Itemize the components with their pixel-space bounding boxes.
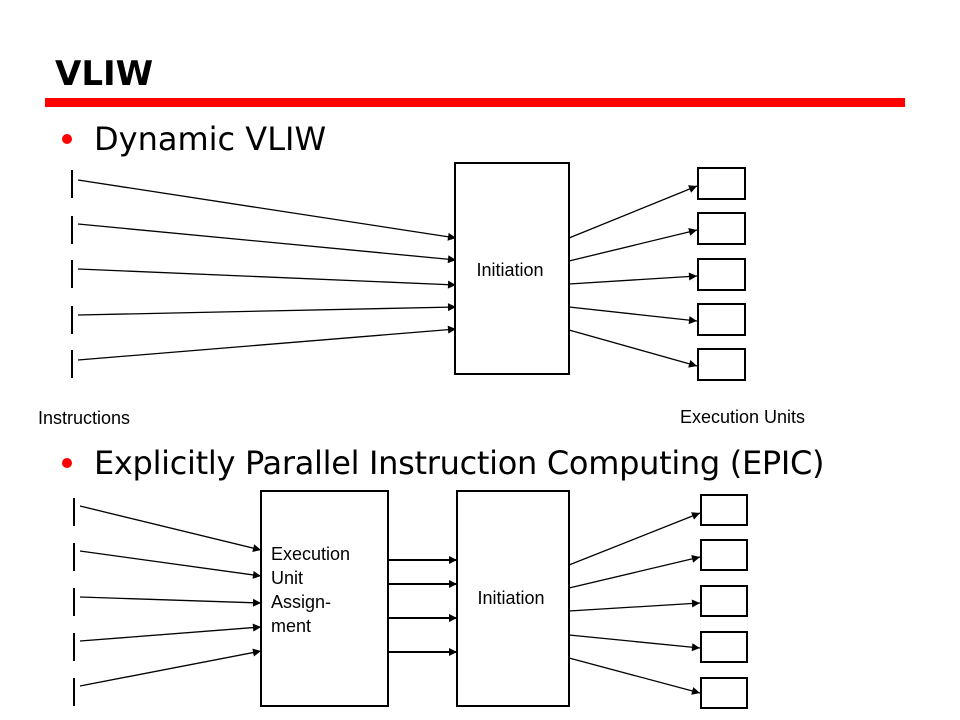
output-arrow bbox=[568, 599, 701, 612]
execution-unit-box bbox=[700, 631, 748, 663]
input-arrow bbox=[79, 623, 262, 642]
output-arrow bbox=[568, 306, 698, 325]
execution-unit-box bbox=[700, 677, 748, 709]
input-arrow bbox=[77, 268, 457, 289]
output-arrow bbox=[568, 272, 698, 285]
execution-unit-assignment-box bbox=[260, 490, 389, 707]
execution-units bbox=[700, 494, 748, 709]
slide-title: VLIW bbox=[55, 54, 154, 94]
output-arrow bbox=[568, 329, 698, 368]
execution-unit-box bbox=[697, 303, 746, 336]
execution-units-label: Execution Units bbox=[680, 407, 805, 427]
input-arrows bbox=[79, 505, 262, 687]
execution-unit-box bbox=[697, 348, 746, 381]
initiation-box bbox=[454, 162, 570, 375]
bullet-text: Dynamic VLIW bbox=[94, 120, 327, 158]
initiation-label: Initiation bbox=[476, 260, 543, 280]
output-arrow bbox=[568, 227, 698, 262]
execution-unit-box bbox=[700, 585, 748, 617]
execution-unit-box bbox=[697, 258, 746, 291]
input-arrow bbox=[79, 505, 262, 552]
instructions-label: Instructions bbox=[38, 408, 130, 428]
input-arrow bbox=[77, 303, 457, 316]
input-arrow bbox=[79, 596, 262, 607]
output-arrows bbox=[568, 512, 701, 695]
bullet-epic: Explicitly Parallel Instruction Computin… bbox=[62, 444, 825, 482]
output-arrow bbox=[568, 657, 701, 695]
input-arrow bbox=[79, 550, 262, 579]
output-arrow bbox=[568, 634, 701, 652]
bullet-dot bbox=[62, 458, 72, 468]
initiation-label: Initiation bbox=[477, 588, 544, 608]
dynamic-vliw-diagram: Initiation Instructions Execution Units bbox=[38, 162, 805, 428]
output-arrow bbox=[568, 185, 698, 239]
output-arrows bbox=[568, 185, 698, 368]
title-underline bbox=[45, 98, 905, 107]
bullet-text: Explicitly Parallel Instruction Computin… bbox=[94, 444, 825, 482]
execution-unit-box bbox=[700, 494, 748, 526]
execution-units bbox=[697, 167, 746, 381]
bullet-dynamic-vliw: Dynamic VLIW bbox=[62, 120, 326, 158]
execution-unit-box bbox=[697, 212, 746, 245]
transfer-arrows bbox=[388, 556, 457, 656]
output-arrow bbox=[568, 554, 701, 589]
bullet-dot bbox=[62, 134, 72, 144]
input-arrow bbox=[77, 223, 457, 264]
input-arrows bbox=[77, 179, 457, 361]
execution-unit-box bbox=[700, 539, 748, 571]
epic-diagram: Execution Unit Assign- ment Initiation bbox=[73, 490, 748, 709]
input-arrow bbox=[77, 179, 457, 241]
input-arrow bbox=[79, 648, 262, 687]
assignment-label: Execution Unit Assign- ment bbox=[271, 544, 355, 636]
execution-unit-box bbox=[697, 167, 746, 200]
input-arrow bbox=[77, 325, 457, 361]
initiation-box bbox=[456, 490, 570, 707]
output-arrow bbox=[568, 512, 701, 566]
